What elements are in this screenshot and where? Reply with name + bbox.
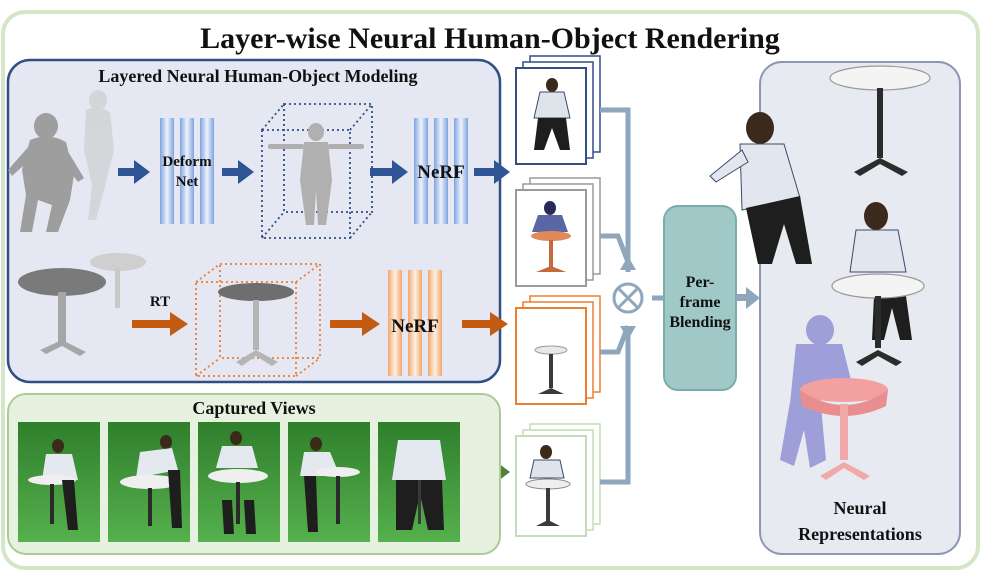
connector-lines — [600, 107, 664, 485]
blend-operator-icon — [612, 282, 644, 314]
captured-view-2 — [108, 422, 190, 542]
arrow-nerf-to-object-render — [462, 312, 508, 336]
captured-view-4 — [288, 422, 370, 542]
blending-label-line3: Blending — [669, 314, 730, 331]
neural-human-1 — [709, 112, 812, 264]
arrow-volume-to-nerf — [330, 312, 380, 336]
blending-label-line1: Per- — [686, 274, 715, 291]
neural-representations-label-line1: Neural — [834, 498, 887, 518]
human-render-stack — [515, 55, 601, 165]
object-table-in-volume — [218, 283, 294, 366]
captured-views-title: Captured Views — [192, 398, 315, 418]
canonical-tpose-body — [268, 123, 364, 225]
arrow-blending-to-representations — [736, 287, 760, 309]
rt-label: RT — [150, 294, 170, 310]
neural-human-2 — [831, 202, 925, 366]
modeling-panel — [6, 58, 502, 384]
arrow-body-to-deformnet — [118, 160, 150, 184]
neural-representations-label-line2: Representations — [798, 524, 922, 544]
human-nerf-label: NeRF — [417, 162, 464, 183]
blended-render-stack — [515, 177, 601, 287]
arrowhead-top — [620, 256, 636, 270]
blending-label-line2: frame — [680, 294, 721, 311]
deform-net-label-line1: Deform — [162, 154, 212, 170]
captured-view-1 — [18, 422, 100, 542]
arrow-nerf-to-human-render — [474, 160, 510, 184]
canonical-human-volume — [261, 103, 373, 239]
smpl-body-figure — [8, 90, 114, 232]
human-nerf-block: NeRF — [414, 118, 468, 224]
neural-representations-panel — [759, 61, 961, 555]
object-volume — [195, 263, 321, 377]
object-render-stack — [515, 295, 601, 405]
object-nerf-block: NeRF — [388, 270, 442, 376]
arrow-table-to-volume — [132, 312, 188, 336]
deform-net-block: Deform Net — [160, 118, 214, 224]
neural-mesh-table — [800, 378, 888, 480]
diagram-title: Layer-wise Neural Human-Object Rendering — [200, 22, 780, 55]
table-model-figure — [18, 253, 146, 356]
modeling-panel-title: Layered Neural Human-Object Modeling — [98, 66, 417, 86]
captured-view-5 — [378, 422, 460, 542]
object-nerf-label: NeRF — [391, 316, 438, 337]
arrowhead-bottom — [620, 326, 636, 340]
deform-net-label-line2: Net — [176, 174, 199, 190]
arrow-deformnet-to-canonical — [222, 160, 254, 184]
captured-view-3 — [198, 422, 280, 542]
arrow-canonical-to-nerf — [370, 160, 408, 184]
neural-table-1 — [829, 65, 931, 176]
captured-render-stack — [515, 423, 601, 537]
